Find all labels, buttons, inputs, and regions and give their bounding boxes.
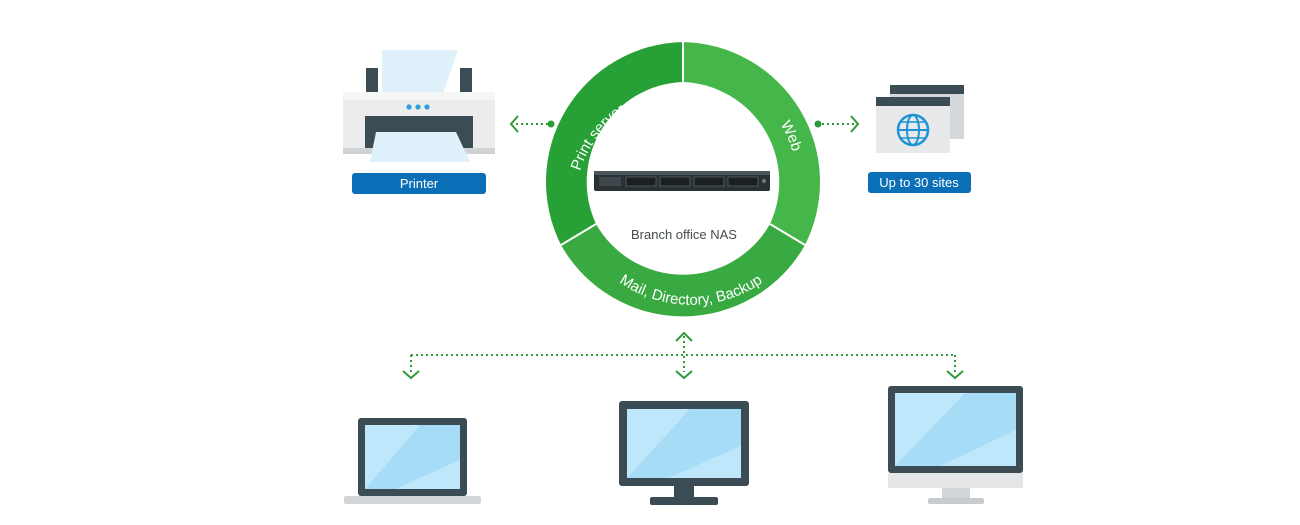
desktop-icon (888, 386, 1023, 504)
printer-badge (352, 173, 486, 194)
sites-connector (814, 115, 860, 133)
printer-label: Printer (400, 176, 439, 191)
nas-rack-icon (594, 171, 770, 191)
laptop-icon (344, 418, 481, 504)
ring-segment-print-server (546, 42, 683, 245)
sites-label: Up to 30 sites (879, 175, 959, 190)
globe-window-icon (876, 85, 964, 153)
ring-segment-web (683, 42, 820, 245)
services-ring: Print server Web Mail, Directory, Backup (546, 42, 820, 317)
sites-badge (868, 172, 971, 193)
clients-connector (402, 331, 964, 380)
monitor-icon (619, 401, 749, 505)
nas-center-label: Branch office NAS (631, 227, 737, 242)
printer-icon (343, 50, 495, 162)
printer-connector (509, 115, 555, 133)
ring-segment-mail-directory-backup (561, 224, 805, 317)
